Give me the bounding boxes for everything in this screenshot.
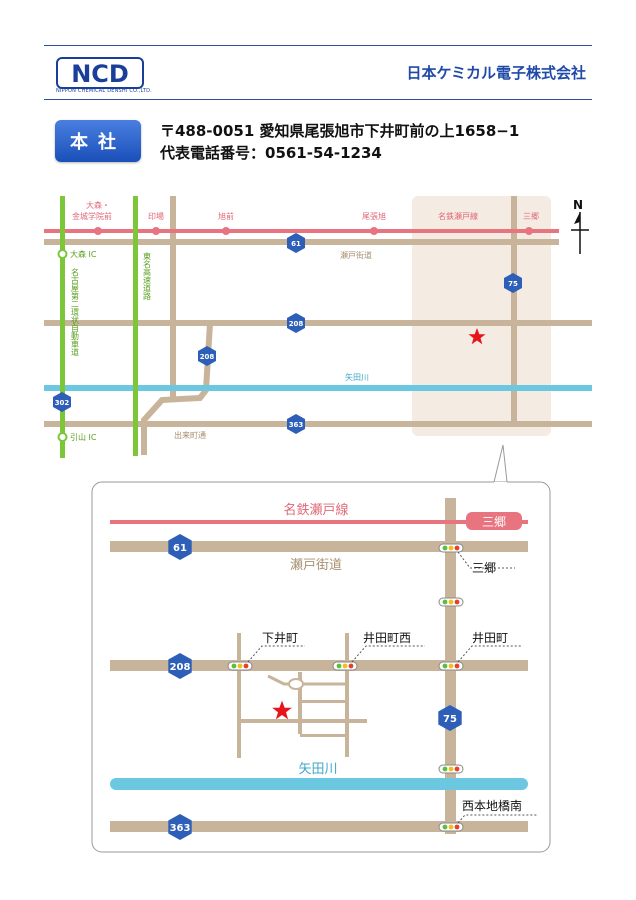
local-street: [345, 633, 349, 757]
station-dot: [525, 227, 533, 235]
detail-route-75: 75: [443, 714, 457, 725]
ic-label: 大森 IC: [70, 249, 97, 259]
ic-label: 引山 IC: [70, 432, 97, 442]
office-badge: 本社: [55, 120, 141, 162]
traffic-signal: [332, 661, 358, 671]
top-rule: [44, 45, 592, 46]
intersection-label: 西本地橋南: [462, 798, 522, 813]
local-street: [237, 633, 241, 758]
road-208: [44, 320, 592, 326]
road-label: 瀬戸街道: [340, 250, 372, 260]
route-302: 302: [55, 399, 70, 407]
callout-pointer: [493, 444, 508, 483]
river-label: 矢田川: [345, 372, 369, 382]
station-label: 金城学院前: [72, 211, 112, 221]
logo-text: NCD: [71, 60, 129, 88]
station-label: 大森・: [86, 200, 110, 210]
station-label: 尾張旭: [362, 211, 386, 221]
local-street: [300, 700, 348, 703]
detail-road-seto: [110, 541, 528, 552]
route-75: 75: [508, 280, 518, 288]
address-block: 〒488-0051 愛知県尾張旭市下井町前の上1658−1 代表電話番号：056…: [160, 120, 519, 164]
station-label: 旭前: [218, 211, 234, 221]
north-arrow: N: [571, 198, 589, 254]
road-75: [511, 196, 517, 422]
traffic-signal: [438, 822, 464, 832]
intersection-label: 井田町西: [363, 631, 411, 645]
detail-route-363: 363: [170, 823, 191, 834]
logo-subtitle: NIPPON CHEMICAL DENSHI CO.,LTD.: [56, 88, 152, 94]
detail-road-label: 瀬戸街道: [290, 558, 342, 573]
intersection-label: 下井町: [262, 631, 298, 645]
route-208-branch: 208: [200, 353, 215, 361]
ic-omori: [57, 249, 68, 259]
station-dot: [152, 227, 160, 235]
station-label: 印場: [148, 211, 164, 221]
detail-road-208: [110, 660, 528, 671]
intersection-label: 井田町: [472, 631, 508, 645]
ic-hikiyama: [57, 432, 68, 442]
route-208: 208: [289, 320, 304, 328]
detail-route-208: 208: [170, 662, 191, 673]
detail-road-363: [110, 821, 528, 832]
route-61: 61: [291, 240, 301, 248]
ncd-logo: NCD: [56, 57, 144, 89]
traffic-signal: [438, 661, 464, 671]
detail-river-label: 矢田川: [298, 762, 337, 777]
local-street: [267, 674, 348, 686]
station-dot: [370, 227, 378, 235]
road-208-branch: [141, 322, 213, 455]
detail-rail: [110, 520, 528, 524]
road-v1: [170, 196, 176, 400]
overview-map: 大森・ 金城学院前 印場 旭前 尾張旭 名鉄瀬戸線 三郷 大森 IC 引山 IC…: [44, 196, 592, 483]
rail-line-label: 名鉄瀬戸線: [438, 211, 478, 221]
traffic-signal: [438, 597, 464, 607]
expressway-label: 東名高速道路: [143, 251, 152, 300]
roundabout: [288, 678, 304, 690]
detail-route-61: 61: [173, 543, 187, 554]
station-dot: [94, 227, 102, 235]
station-sango-box: [466, 512, 522, 530]
station-label: 三郷: [523, 212, 539, 221]
svg-text:N: N: [573, 198, 583, 212]
phone: 代表電話番号：0561-54-1234: [160, 144, 382, 162]
detail-rail-label: 名鉄瀬戸線: [283, 502, 348, 518]
road-label: 出来町通: [174, 430, 206, 440]
station-sango: 三郷: [482, 515, 506, 529]
detail-river: [110, 778, 528, 790]
traffic-signal: [438, 764, 464, 774]
local-street: [300, 734, 348, 737]
route-363: 363: [289, 421, 304, 429]
station-dot: [222, 227, 230, 235]
traffic-signal: [438, 543, 464, 553]
road-363: [44, 421, 592, 427]
river-yada: [44, 385, 592, 391]
intersection-label: 三郷: [472, 561, 496, 575]
expressway-nagoya2: [60, 196, 65, 458]
detail-map: 三郷 名鉄瀬戸線 瀬戸街道 矢田川 三郷 下井町 井田町西 井田町 西本地橋南: [91, 481, 551, 853]
rail-meitetsu: [44, 229, 559, 233]
company-name: 日本ケミカル電子株式会社: [406, 64, 586, 82]
expressway-label: 名古屋第二環状自動車道: [71, 267, 80, 357]
header-rule: [44, 99, 592, 100]
traffic-signal: [227, 661, 253, 671]
local-street: [237, 719, 367, 723]
address: 〒488-0051 愛知県尾張旭市下井町前の上1658−1: [160, 122, 520, 140]
expressway-tomei: [133, 196, 138, 456]
